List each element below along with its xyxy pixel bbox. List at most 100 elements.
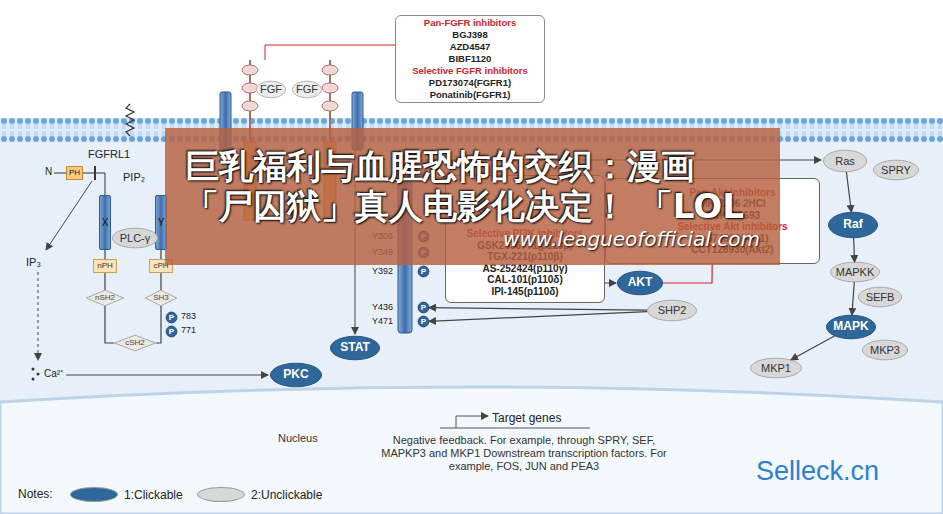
nucleus-region: [0, 387, 943, 514]
ellipse-shape: [827, 315, 876, 339]
connector: [429, 312, 647, 322]
annotation-text: Y392: [372, 266, 393, 277]
receptor-bar: X: [99, 195, 111, 250]
node-text: MAPKK: [836, 266, 875, 279]
node-text: PLC-γ: [120, 232, 151, 245]
connector: [156, 306, 161, 343]
node-text: FGF: [260, 83, 282, 96]
clickable-protein: AKT: [617, 271, 663, 295]
node-text: BIBF1120: [449, 53, 492, 65]
node-text: P: [421, 267, 426, 276]
ellipse-shape: [418, 302, 429, 313]
unclickable-protein: MKP3: [862, 340, 908, 360]
ig-domain: [242, 101, 258, 111]
ellipse-shape: [112, 228, 157, 248]
phospho-circle: P: [418, 266, 429, 277]
legend-swatch: [70, 487, 118, 502]
connector: [160, 273, 161, 290]
unclickable-protein: Ras: [823, 150, 867, 172]
calcium-dot: [37, 373, 40, 376]
connector: [852, 282, 854, 315]
node-text: nPH: [97, 261, 113, 270]
dna-line: [440, 428, 590, 429]
connector: [846, 172, 851, 212]
node-text: www.leagueofofficial.com: [503, 228, 760, 251]
annotation-text: PIP₂: [123, 171, 145, 184]
node-text: SH3: [153, 293, 169, 302]
node-text: cSH2: [125, 338, 145, 347]
arrow-to-pkc: [66, 375, 268, 376]
diamond-shape: [114, 335, 155, 351]
annotation-text: 783: [181, 311, 196, 322]
node-text: PKC: [283, 368, 308, 382]
connector: [104, 250, 105, 259]
ellipse-shape: [829, 212, 878, 237]
inhibitor-box: Pan-FGFR inhibitorsBGJ398AZD4547BIBF1120…: [395, 15, 545, 103]
watermark-band: 巨乳福利与血腥恐怖的交织：漫画 「尸囚狱」真人电影化决定！ 「LOLwww.le…: [165, 128, 780, 265]
ellipse-shape: [418, 266, 429, 277]
node-text: AZD4547: [450, 41, 491, 53]
dashed-arrow: [38, 272, 39, 360]
annotation-text: IP₃: [26, 256, 41, 269]
annotation-text: FGFRL1: [88, 148, 130, 161]
ellipse-shape: [823, 150, 866, 172]
pip2-squiggle: [126, 104, 134, 136]
phospho-circle: P: [418, 302, 429, 313]
node-text: Raf: [843, 218, 862, 232]
ig-domain: [242, 83, 258, 93]
domain-diamond: cSH2: [114, 335, 156, 351]
annotation-text: Notes:: [18, 487, 53, 501]
node-text: P: [169, 313, 174, 322]
connector: [791, 336, 835, 360]
ellipse-shape: [271, 363, 322, 387]
ellipse-shape: [648, 300, 697, 321]
node-text: AKT: [628, 276, 653, 290]
wire: [54, 173, 66, 174]
phospho-circle: P: [418, 316, 429, 327]
ellipse-shape: [751, 358, 802, 378]
ellipse-shape: [418, 316, 429, 327]
connector: [104, 273, 105, 290]
node-text: STAT: [340, 341, 370, 355]
clickable-protein: PKC: [270, 363, 322, 387]
ellipse-shape: [831, 262, 880, 282]
connector: [160, 250, 161, 259]
legend-swatch: [197, 487, 245, 502]
unclickable-protein: SEFB: [858, 287, 902, 307]
node-text: CAL-101(p110δ): [487, 274, 563, 286]
node-text: SEFB: [866, 291, 895, 304]
unclickable-protein: PLC-γ: [112, 228, 158, 248]
node-text: MAPK: [833, 320, 868, 334]
ellipse-shape: [292, 81, 321, 98]
node-text: P: [421, 303, 426, 312]
annotation-text: 771: [181, 325, 196, 336]
calcium-dot: [32, 378, 35, 381]
clickable-protein: Raf: [828, 212, 878, 238]
ellipse-shape: [862, 340, 907, 360]
node-text: IPI-145(p110δ): [491, 286, 558, 298]
ligand-ellipse: FGF: [256, 81, 286, 98]
unclickable-protein: MKP1: [750, 358, 802, 378]
connector: [429, 308, 647, 311]
extracellular-space: [0, 0, 943, 118]
ig-domain: [322, 83, 338, 93]
node-text: FGF: [296, 83, 318, 96]
annotation-text: Selleck.cn: [756, 455, 879, 487]
inhibitor-leader: [265, 45, 395, 60]
node-text: Ponatinib(FGFR1): [430, 89, 511, 101]
node-text: MKP3: [870, 344, 900, 357]
phospho-circle: P: [166, 326, 177, 337]
ig-domain: [242, 65, 258, 75]
domain-box: nPH: [93, 259, 117, 273]
diamond-shape: [86, 290, 123, 306]
node-text: Pan-FGFR inhibitors: [424, 17, 516, 29]
clickable-protein: STAT: [330, 336, 380, 360]
annotation-text: Target genes: [492, 411, 561, 425]
node-text: Y: [158, 217, 165, 229]
annotation-text: Y436: [372, 302, 393, 313]
ligand-ellipse: FGF: [292, 81, 322, 98]
arrow-to-ip3: [46, 181, 92, 250]
node-text: PD173074(FGFR1): [429, 77, 511, 89]
annotation-text: Negative feedback. For example, through …: [374, 434, 674, 474]
